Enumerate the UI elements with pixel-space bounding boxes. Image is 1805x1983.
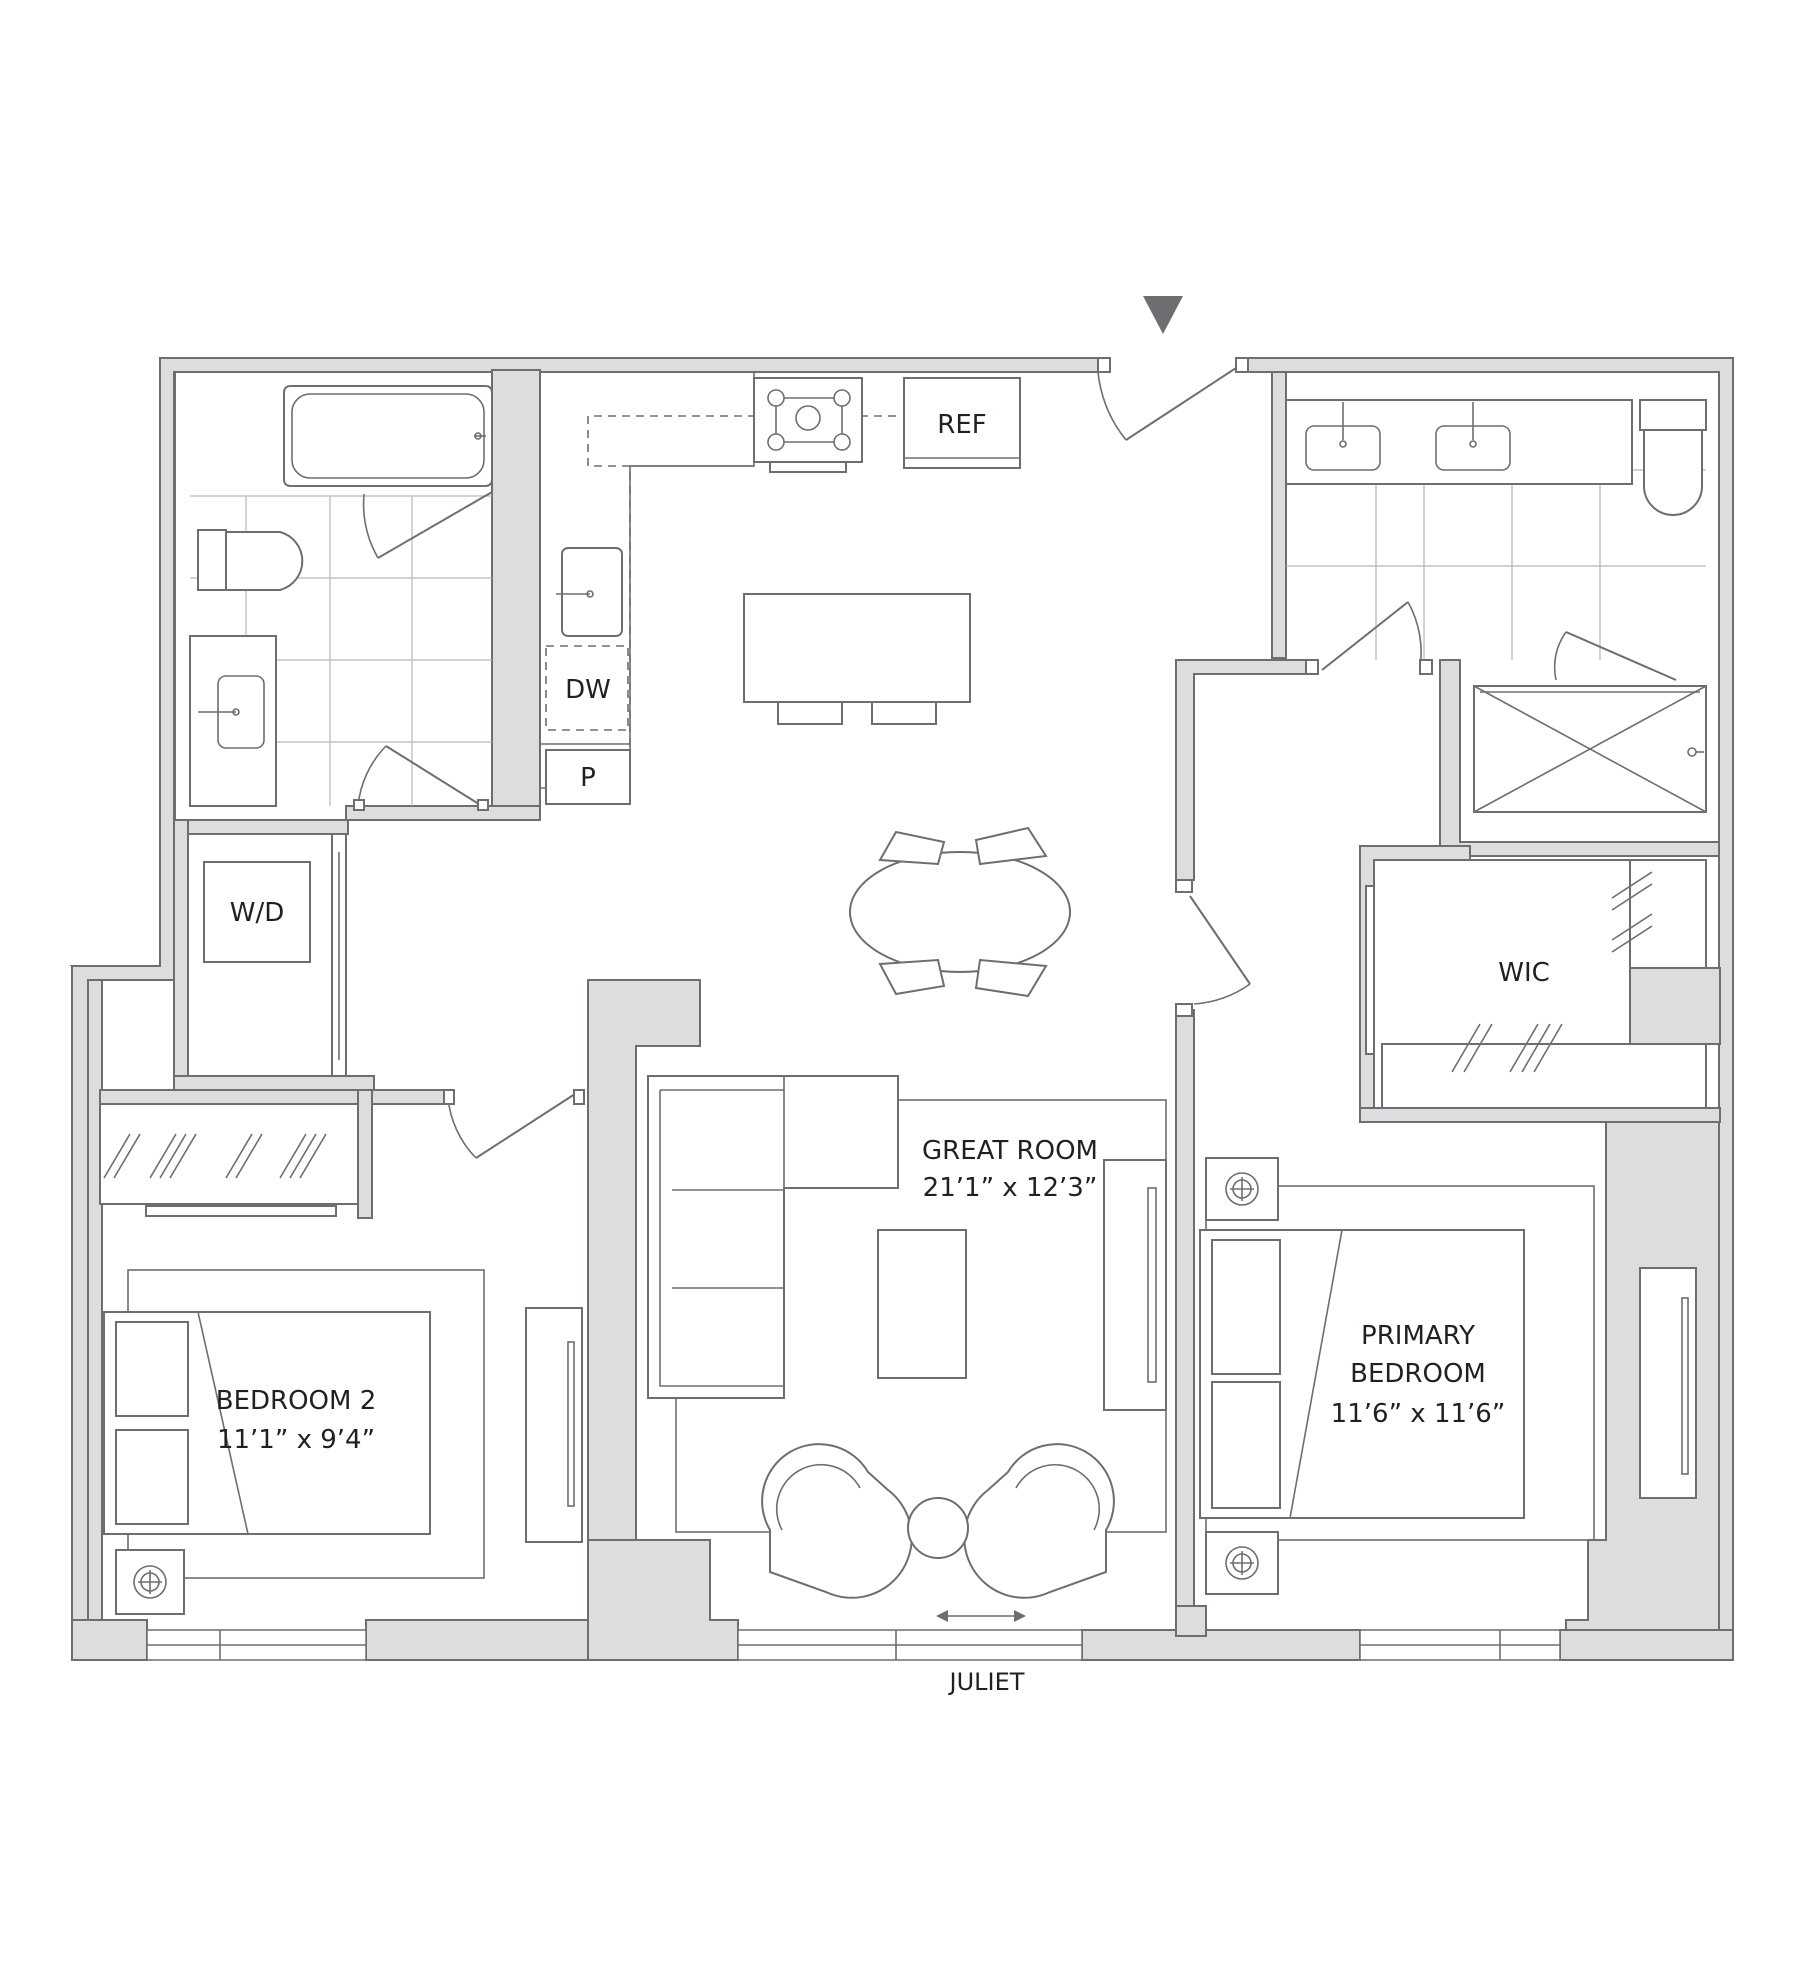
primary-pillow-2 bbox=[1211, 1381, 1281, 1509]
wall-bottom-great-right bbox=[1081, 1629, 1361, 1661]
lounge-chair-2 bbox=[963, 1443, 1115, 1599]
wd-label: W/D bbox=[230, 898, 285, 928]
bath1-door[interactable] bbox=[353, 745, 489, 811]
refrigerator bbox=[903, 377, 1021, 469]
bed2-pillow-1 bbox=[115, 1321, 189, 1417]
entry-arrow-icon bbox=[1143, 296, 1183, 334]
bathroom-1 bbox=[189, 385, 493, 811]
primary-pillow-1 bbox=[1211, 1239, 1281, 1375]
great-room-dims: 21’1” x 12’3” bbox=[923, 1173, 1098, 1203]
bed2-name: BEDROOM 2 bbox=[216, 1386, 377, 1416]
bedroom-2: BEDROOM 2 11’1” x 9’4” bbox=[99, 1089, 585, 1615]
bed2-closet-door[interactable] bbox=[145, 1205, 337, 1217]
wall-bottom-bed2 bbox=[365, 1619, 589, 1661]
wall-hall-left-top bbox=[1175, 659, 1309, 881]
bathroom-2 bbox=[1285, 399, 1707, 813]
dining bbox=[849, 826, 1071, 998]
toilet-tank-2 bbox=[1639, 399, 1707, 431]
lounge-chair-1 bbox=[761, 1443, 913, 1599]
primary-line1: PRIMARY bbox=[1361, 1321, 1475, 1351]
wic-label: WIC bbox=[1498, 958, 1550, 988]
interior-walls bbox=[99, 369, 1721, 1637]
wall-bed2-closet-right bbox=[357, 1089, 373, 1219]
primary-bedroom: PRIMARY BEDROOM 11’6” x 11’6” bbox=[1199, 1157, 1697, 1595]
wall-wic-bottom bbox=[1359, 1107, 1721, 1123]
washer-dryer bbox=[203, 861, 311, 963]
shower-door[interactable] bbox=[1553, 631, 1677, 681]
wall-kitchen-bath2 bbox=[1271, 371, 1287, 659]
cooktop bbox=[753, 377, 863, 463]
great-room: GREAT ROOM 21’1” x 12’3” bbox=[647, 1075, 1167, 1622]
hall-door-right[interactable] bbox=[1175, 879, 1251, 1017]
wall-laundry-left bbox=[173, 819, 189, 1091]
bath2-door[interactable] bbox=[1305, 601, 1433, 675]
wall-great-primary-foot bbox=[1175, 1605, 1207, 1637]
pantry-label: P bbox=[580, 763, 596, 793]
wic-shelf-right bbox=[1629, 859, 1707, 969]
ref-label: REF bbox=[937, 410, 986, 440]
toilet-2 bbox=[1643, 429, 1703, 516]
wall-great-primary bbox=[1175, 1009, 1195, 1621]
toilet-1 bbox=[225, 531, 304, 591]
dw-label: DW bbox=[565, 675, 611, 705]
double-vanity bbox=[1285, 399, 1633, 485]
primary-dresser bbox=[1639, 1267, 1697, 1499]
dining-chair-2 bbox=[974, 826, 1048, 866]
wall-bath1-bottom bbox=[345, 805, 541, 821]
laundry: W/D bbox=[187, 833, 347, 1077]
sectional-sofa bbox=[647, 1075, 899, 1399]
wall-bed2-closet-top bbox=[99, 1089, 373, 1105]
coffee-table bbox=[877, 1229, 967, 1379]
wall-bottom-right-corner bbox=[1559, 1629, 1734, 1661]
wall-wic-notch bbox=[1629, 967, 1721, 1045]
wall-bottom-great-left bbox=[587, 1539, 739, 1661]
wall-bath1-kitchen bbox=[491, 369, 541, 821]
entry-door[interactable] bbox=[1097, 357, 1249, 441]
dining-table bbox=[849, 851, 1071, 973]
wall-laundry-top bbox=[173, 819, 349, 835]
toilet-tank-1 bbox=[197, 529, 227, 591]
vanity-1 bbox=[189, 635, 277, 807]
bed2-dims: 11’1” x 9’4” bbox=[217, 1425, 375, 1455]
primary-line2: BEDROOM bbox=[1350, 1359, 1486, 1389]
kitchen: REF DW P bbox=[539, 372, 1021, 805]
bed2-dresser bbox=[525, 1307, 583, 1543]
wall-bed2-great bbox=[587, 979, 701, 1541]
walls bbox=[69, 357, 1734, 1661]
bath1-tub-door[interactable] bbox=[362, 491, 493, 559]
stool-2 bbox=[871, 701, 937, 725]
pantry bbox=[545, 749, 631, 805]
windows bbox=[146, 1629, 1561, 1661]
side-table bbox=[907, 1497, 969, 1559]
wall-laundry-bottom bbox=[173, 1075, 375, 1091]
wall-bed2-top-stub bbox=[371, 1089, 449, 1105]
exterior-wall-bottom-left bbox=[71, 1619, 148, 1661]
kitchen-island bbox=[743, 593, 971, 703]
dining-chair-3 bbox=[878, 958, 946, 996]
great-room-name: GREAT ROOM bbox=[922, 1136, 1098, 1166]
stool-1 bbox=[777, 701, 843, 725]
slider-arrow-icon bbox=[936, 1610, 1026, 1622]
bed2-pillow-2 bbox=[115, 1429, 189, 1525]
primary-dims: 11’6” x 11’6” bbox=[1331, 1399, 1506, 1429]
wic-door[interactable] bbox=[1365, 885, 1375, 1055]
dining-chair-4 bbox=[974, 958, 1048, 998]
bed2-door[interactable] bbox=[443, 1089, 585, 1159]
juliet-label: JULIET bbox=[948, 1668, 1025, 1696]
dining-chair-1 bbox=[878, 830, 946, 866]
bathtub bbox=[283, 385, 493, 487]
oven-handle bbox=[769, 461, 847, 473]
walk-in-closet: WIC bbox=[1365, 859, 1707, 1109]
bed2-closet bbox=[99, 1103, 359, 1205]
